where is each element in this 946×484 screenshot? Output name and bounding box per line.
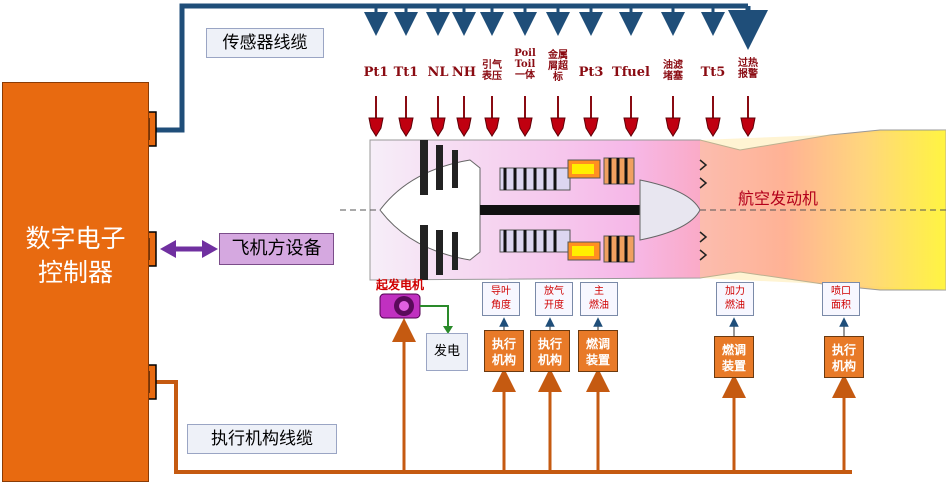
sensor-probe-nl [430, 117, 446, 137]
actuator-fuel-regulator-2: 燃调装置 [714, 336, 754, 378]
actuator-actuator-3-line-1: 机构 [831, 359, 856, 373]
sensor-label-overheat-line-1: 报警 [738, 69, 758, 80]
engine-body [340, 129, 946, 291]
actuator-taps [392, 317, 856, 472]
sensor-label-overheat: 过热报警 [728, 58, 768, 80]
sensor-probe-pt1 [368, 117, 384, 137]
sensor-label-tfuel-line-0: Tfuel [612, 65, 650, 80]
actuator-actuator-1: 执行机构 [484, 330, 524, 372]
sensor-label-nh: NH [444, 66, 484, 79]
sensor-label-pt1: Pt1 [356, 66, 396, 79]
command-label-guide-vane-line-1: 角度 [491, 300, 511, 311]
sensor-label-overheat-line-0: 过热 [738, 58, 758, 69]
sensor-label-nh-line-0: NH [451, 65, 477, 80]
command-label-main-fuel: 主燃油 [580, 282, 618, 316]
sensor-probe-nh [456, 117, 472, 137]
sensor-label-bleed: 引气表压 [472, 60, 512, 82]
sensor-label-bleed-line-0: 引气 [482, 60, 502, 71]
sensor-label-pt3: Pt3 [571, 66, 611, 79]
sensor-label-chip-line-0: 金属 [548, 50, 568, 61]
sensor-label-bleed-line-1: 表压 [482, 71, 502, 82]
actuator-cable-label: 执行机构线缆 [187, 424, 337, 454]
actuator-fuel-regulator-1-line-1: 装置 [585, 353, 610, 367]
sensor-label-nl: NL [418, 66, 458, 79]
sensor-probe-oil-filter [665, 117, 681, 137]
starter-generator-icon [379, 293, 453, 334]
actuator-actuator-2: 执行机构 [530, 330, 570, 372]
command-label-guide-vane: 导叶角度 [482, 282, 520, 316]
command-label-afterburner-fuel: 加力燃油 [716, 282, 754, 316]
sensor-label-poil-line-2: 一体 [515, 70, 535, 81]
actuator-actuator-1-line-1: 机构 [491, 353, 516, 367]
command-label-nozzle-area-line-1: 面积 [831, 300, 851, 311]
ecu-title-line1: 数字电子 [25, 224, 126, 253]
generator-output-box: 发电 [426, 333, 468, 371]
command-label-bleed-valve: 放气开度 [535, 282, 573, 316]
actuator-actuator-1-line-0: 执行 [491, 337, 516, 351]
digital-electronic-controller [2, 82, 149, 482]
actuator-actuator-3: 执行机构 [824, 336, 864, 378]
actuator-fuel-regulator-1-line-0: 燃调 [585, 337, 610, 351]
sensor-label-oil-filter-line-1: 堵塞 [663, 71, 683, 82]
ecu-title: 数字电子 控制器 [2, 222, 149, 290]
command-label-main-fuel-line-0: 主 [594, 286, 604, 297]
sensor-label-oil-filter: 油滤堵塞 [653, 60, 693, 82]
command-label-afterburner-fuel-line-1: 燃油 [725, 300, 745, 311]
compressor [499, 167, 571, 253]
actuator-cable [150, 380, 852, 474]
sensor-label-poil-line-1: Toil [514, 59, 536, 70]
actuator-actuator-2-line-1: 机构 [537, 353, 562, 367]
sensor-label-oil-filter-line-0: 油滤 [663, 60, 683, 71]
starter-generator-label: 起发电机 [376, 278, 425, 292]
sensor-label-chip: 金属屑超标 [538, 50, 578, 83]
sensor-label-pt3-line-0: Pt3 [578, 65, 604, 80]
aircraft-equipment-box: 飞机方设备 [219, 233, 334, 265]
sensor-label-chip-line-2: 标 [553, 72, 563, 83]
actuator-fuel-regulator-2-line-1: 装置 [721, 359, 746, 373]
actuator-fuel-regulator-1: 燃调装置 [578, 330, 618, 372]
sensor-taps [364, 6, 756, 137]
command-label-bleed-valve-line-0: 放气 [544, 286, 564, 297]
sensor-probe-bleed [484, 117, 500, 137]
sensor-label-tt5: Tt5 [693, 66, 733, 79]
sensor-label-nl-line-0: NL [427, 65, 449, 80]
ecu-title-line2: 控制器 [37, 258, 113, 287]
turbine [603, 157, 635, 263]
engine-label: 航空发动机 [738, 189, 819, 208]
actuator-actuator-3-line-0: 执行 [831, 343, 856, 357]
sensor-label-pt1-line-0: Pt1 [363, 65, 389, 80]
sensor-probe-pt3 [583, 117, 599, 137]
command-label-bleed-valve-line-1: 开度 [544, 300, 564, 311]
actuator-fuel-regulator-2-line-0: 燃调 [721, 343, 746, 357]
command-label-main-fuel-line-1: 燃油 [589, 300, 609, 311]
sensor-label-chip-line-1: 屑超 [548, 61, 568, 72]
command-label-nozzle-area-line-0: 喷口 [831, 286, 851, 297]
sensor-probe-chip [550, 117, 566, 137]
sensor-cable-label: 传感器线缆 [206, 28, 324, 58]
sensor-probe-tt5 [705, 117, 721, 137]
sensor-probe-overheat [740, 117, 756, 137]
sensor-label-tt5-line-0: Tt5 [700, 65, 726, 80]
command-label-guide-vane-line-0: 导叶 [491, 286, 511, 297]
combustor [567, 159, 601, 261]
sensor-label-tt1-line-0: Tt1 [393, 65, 419, 80]
sensor-probe-tt1 [398, 117, 414, 137]
command-label-afterburner-fuel-line-0: 加力 [725, 286, 745, 297]
sensor-probe-poil [517, 117, 533, 137]
sensor-probe-tfuel [623, 117, 639, 137]
sensor-label-tt1: Tt1 [386, 66, 426, 79]
aircraft-link [160, 240, 218, 258]
command-label-nozzle-area: 喷口面积 [822, 282, 860, 316]
actuator-actuator-2-line-0: 执行 [537, 337, 562, 351]
sensor-label-poil-line-0: Poil [514, 48, 536, 59]
fan-blades [420, 140, 458, 280]
sensor-label-tfuel: Tfuel [611, 66, 651, 79]
